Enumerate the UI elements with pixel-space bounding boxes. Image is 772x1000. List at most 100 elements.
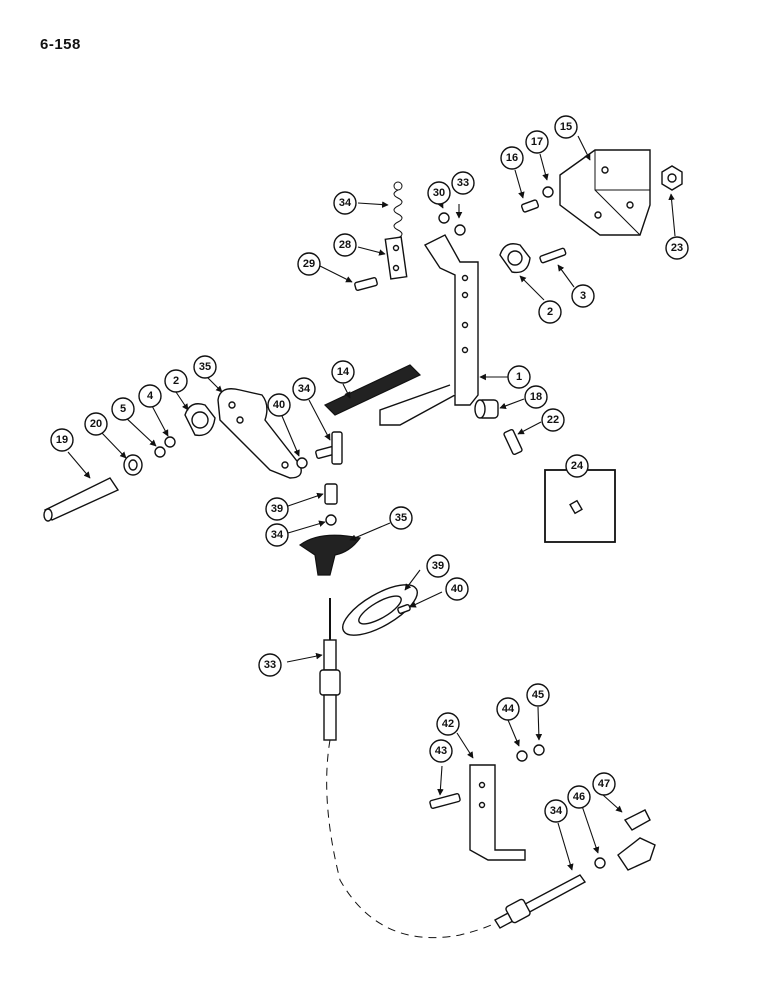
callout-label: 34 xyxy=(298,383,311,395)
callout-9: 17 xyxy=(525,130,549,154)
callout-label: 42 xyxy=(442,718,454,730)
callout-21: 29 xyxy=(297,252,321,276)
callout-34-lower: 34 xyxy=(544,799,568,823)
callout-label: 28 xyxy=(339,239,351,251)
bracket-part-42 xyxy=(469,764,526,861)
nut-part-23 xyxy=(454,224,466,236)
flange-bearing-part-2-left xyxy=(184,403,216,437)
callout-label: 18 xyxy=(530,391,542,403)
bolt-part-8 xyxy=(520,199,540,213)
plate-part-20 xyxy=(384,236,408,280)
callout-label: 34 xyxy=(339,197,352,209)
rod-end-part-29 xyxy=(324,483,338,505)
callout-label: 46 xyxy=(573,791,585,803)
callout-19: 24 xyxy=(565,454,589,478)
callout-5: 5 xyxy=(111,397,135,421)
bushing-part-14 xyxy=(474,399,499,419)
callout-22: 30 xyxy=(427,181,451,205)
callout-label: 22 xyxy=(547,414,559,426)
callout-23: 33 xyxy=(451,171,475,195)
callout-label: 17 xyxy=(531,136,543,148)
callout-7: 15 xyxy=(554,115,578,139)
callout-24: 34 xyxy=(333,191,357,215)
nut-part-44 xyxy=(516,750,528,762)
nut-part-45 xyxy=(533,744,545,756)
callout-label: 3 xyxy=(580,290,586,302)
callout-8: 16 xyxy=(500,146,524,170)
nut-part-9 xyxy=(542,186,554,198)
callout-label: 33 xyxy=(457,177,469,189)
callout-44: 44 xyxy=(496,697,520,721)
leader-lines xyxy=(67,135,676,871)
callout-2-left: 2 xyxy=(164,369,188,393)
gasket-part-39 xyxy=(342,584,418,636)
callout-2-right: 2 xyxy=(538,300,562,324)
nut-part-34-upper xyxy=(325,514,337,526)
callout-label: 16 xyxy=(506,152,518,164)
callout-label: 40 xyxy=(273,399,285,411)
shaft-part-15 xyxy=(43,477,120,522)
pedal-arm-part-1 xyxy=(379,234,479,426)
callout-label: 44 xyxy=(502,703,515,715)
nut-part-4 xyxy=(164,436,176,448)
callout-27: 34 xyxy=(292,377,316,401)
bracket-part-7 xyxy=(559,149,651,236)
callout-label: 30 xyxy=(433,187,445,199)
callout-1: 1 xyxy=(507,365,531,389)
callout-14: 18 xyxy=(524,385,548,409)
callout-16: 20 xyxy=(84,412,108,436)
callout-label: 39 xyxy=(432,560,444,572)
callout-label: 39 xyxy=(271,503,283,515)
spring-part-24 xyxy=(393,181,403,239)
nut-part-46 xyxy=(594,857,606,869)
callout-28: 35 xyxy=(193,355,217,379)
pad-part-19 xyxy=(544,469,616,543)
callout-47: 47 xyxy=(592,772,616,796)
callout-42: 42 xyxy=(436,712,460,736)
callout-label: 35 xyxy=(199,361,211,373)
callout-6: 14 xyxy=(331,360,355,384)
callout-30: 40 xyxy=(267,393,291,417)
cable-part-33 xyxy=(319,598,506,939)
callout-label: 2 xyxy=(173,375,179,387)
callout-label: 43 xyxy=(435,745,447,757)
nut-part-22 xyxy=(438,212,450,224)
callout-43: 43 xyxy=(429,739,453,763)
lever-plate-part-28 xyxy=(217,388,302,479)
callout-39: 39 xyxy=(426,554,450,578)
bolt-part-18 xyxy=(503,428,523,456)
cable-end-part-34-lower xyxy=(494,874,587,929)
callout-label: 24 xyxy=(571,460,584,472)
callout-15: 19 xyxy=(50,428,74,452)
callout-label: 20 xyxy=(90,418,102,430)
callout-label: 15 xyxy=(560,121,572,133)
pin-part-27 xyxy=(315,431,343,465)
callout-label: 45 xyxy=(532,689,544,701)
nut-part-17 xyxy=(661,165,683,191)
callout-46: 46 xyxy=(567,785,591,809)
callout-label: 35 xyxy=(395,512,407,524)
callout-17: 23 xyxy=(665,236,689,260)
callout-34-upper: 34 xyxy=(265,523,289,547)
callout-20: 28 xyxy=(333,233,357,257)
clevis-part-47 xyxy=(617,809,656,871)
callout-18: 22 xyxy=(541,408,565,432)
callout-label: 14 xyxy=(337,366,350,378)
callout-label: 47 xyxy=(598,778,610,790)
callout-4: 4 xyxy=(138,384,162,408)
boot-part-35 xyxy=(298,534,362,576)
flange-bearing-part-2-right xyxy=(499,243,531,274)
callout-label: 2 xyxy=(547,306,553,318)
bolt-part-43 xyxy=(429,793,461,809)
callout-33: 33 xyxy=(258,653,282,677)
callout-45: 45 xyxy=(526,683,550,707)
callout-3: 3 xyxy=(571,284,595,308)
callout-label: 29 xyxy=(303,258,315,270)
callout-label: 40 xyxy=(451,583,463,595)
callout-label: 23 xyxy=(671,242,683,254)
bolt-part-3 xyxy=(539,247,567,264)
nut-part-5 xyxy=(154,446,166,458)
nut-part-30 xyxy=(296,457,308,469)
